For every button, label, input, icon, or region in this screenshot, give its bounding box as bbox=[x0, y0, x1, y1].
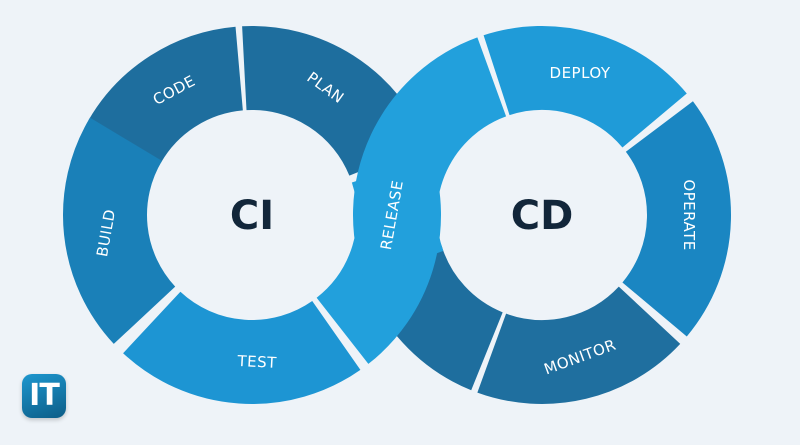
stage-segment-test bbox=[123, 290, 361, 404]
stage-segment-code bbox=[88, 26, 245, 164]
cd-center-label: CD bbox=[511, 193, 574, 239]
stage-segment-operate bbox=[621, 101, 731, 337]
stage-segment-build bbox=[63, 117, 177, 344]
ci-center-label: CI bbox=[230, 193, 274, 239]
it-logo: IT bbox=[22, 374, 66, 418]
stage-label-deploy: DEPLOY bbox=[550, 64, 611, 82]
stage-label-operate: OPERATE bbox=[680, 179, 698, 250]
stage-segment-monitor bbox=[477, 285, 681, 404]
stage-label-test: TEST bbox=[236, 352, 278, 372]
stage-segment-deploy bbox=[483, 26, 687, 149]
stage-segment-release-upper bbox=[353, 37, 508, 280]
